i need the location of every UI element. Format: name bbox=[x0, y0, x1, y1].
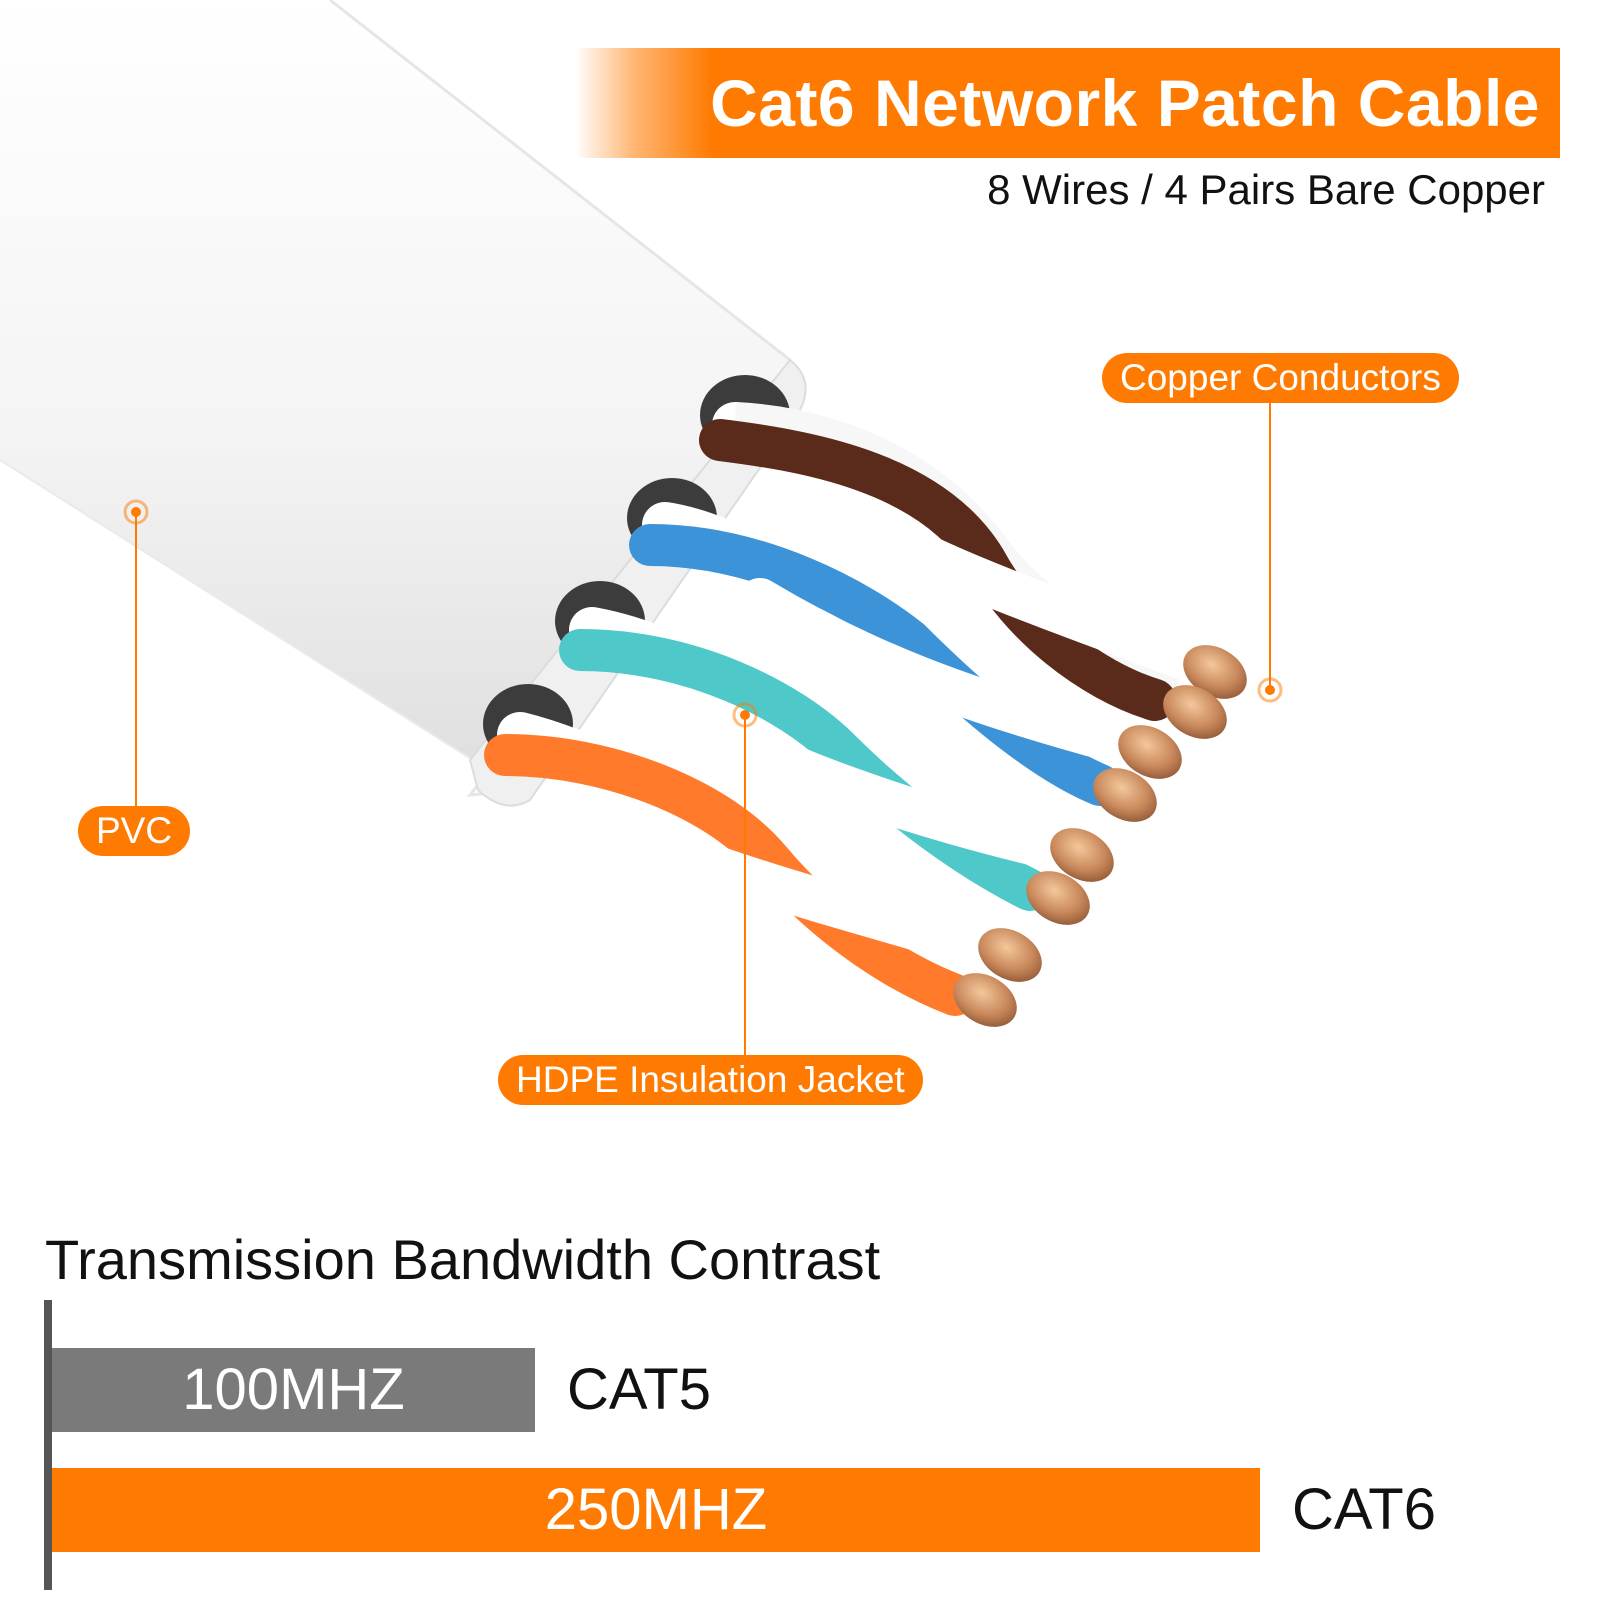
wire-pair-orange bbox=[484, 712, 1012, 1016]
page-subtitle: 8 Wires / 4 Pairs Bare Copper bbox=[987, 166, 1545, 213]
bar-cat6: 250MHZ bbox=[52, 1468, 1260, 1552]
page-title: Cat6 Network Patch Cable bbox=[710, 66, 1540, 140]
title-banner bbox=[575, 48, 1560, 158]
wire-pair-brown bbox=[699, 402, 1212, 721]
copper-conductors bbox=[953, 645, 1247, 1027]
chart-axis-line bbox=[44, 1300, 52, 1590]
callout-pvc: PVC bbox=[78, 806, 191, 856]
callout-leaders bbox=[123, 402, 1283, 1058]
callout-copper-conductors: Copper Conductors bbox=[1102, 353, 1459, 403]
bar-category-cat5: CAT5 bbox=[567, 1357, 711, 1422]
chart-title: Transmission Bandwidth Contrast bbox=[45, 1228, 881, 1291]
wire-pair-teal bbox=[559, 607, 1082, 911]
callout-hdpe-insulation: HDPE Insulation Jacket bbox=[498, 1055, 923, 1105]
wire-pair-blue bbox=[629, 502, 1152, 806]
bar-category-cat6: CAT6 bbox=[1292, 1477, 1436, 1542]
bar-cat5: 100MHZ bbox=[52, 1348, 535, 1432]
bar-value-label-cat5: 100MHZ bbox=[182, 1357, 405, 1422]
bar-value-label-cat6: 250MHZ bbox=[544, 1477, 768, 1542]
